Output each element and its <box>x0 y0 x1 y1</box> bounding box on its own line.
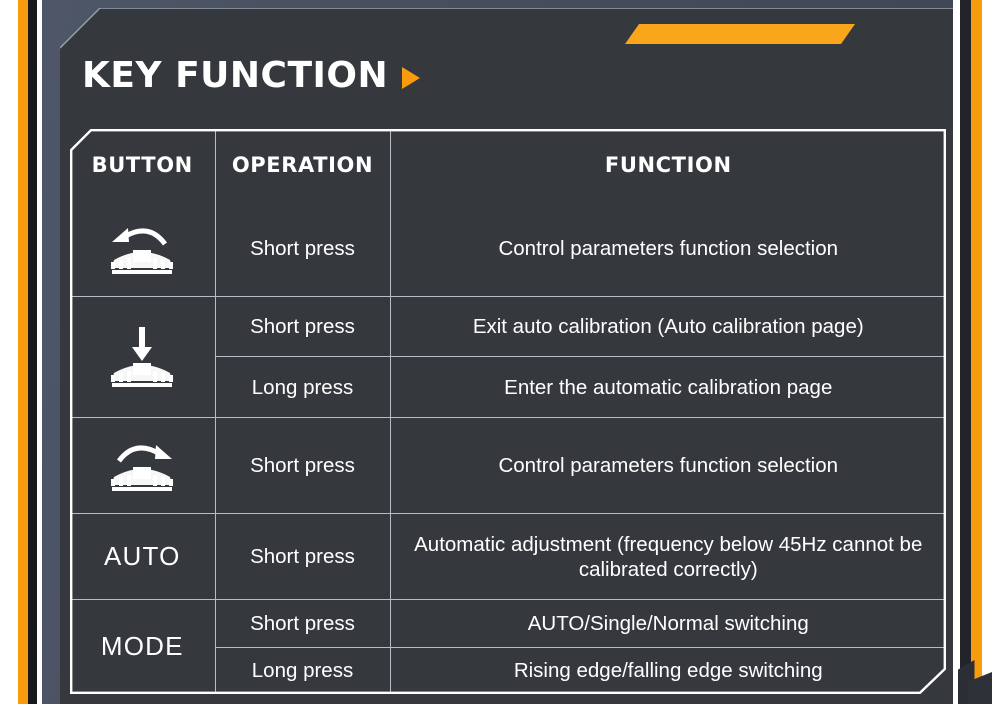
operation-cell: Short press <box>214 416 391 514</box>
right-white-gap <box>953 0 960 704</box>
function-cell: Control parameters function selection <box>389 201 946 297</box>
table-row: Short press Control parameters function … <box>70 201 946 297</box>
right-orange-rail <box>971 0 982 704</box>
key-function-table-wrap: BUTTON OPERATION FUNCTION <box>70 129 946 694</box>
operation-cell: Long press <box>215 356 391 418</box>
button-cell-mode: MODE <box>70 599 216 694</box>
right-dark-rail <box>960 0 971 704</box>
operation-cell: Short press <box>214 512 391 601</box>
table-row: Short press Control parameters function … <box>70 416 946 514</box>
page-title: KEY FUNCTION <box>82 55 389 96</box>
button-cell-knob-rotate-cw <box>70 416 216 514</box>
operation-cell: Short press <box>214 295 391 358</box>
column-header-button: BUTTON <box>70 129 216 201</box>
top-orange-accent-bar <box>625 24 855 44</box>
knob-rotate-cw-icon <box>76 420 209 511</box>
button-cell-knob-press-down <box>70 295 216 418</box>
left-dark-rail <box>28 0 37 704</box>
function-cell: Exit auto calibration (Auto calibration … <box>389 295 946 358</box>
table-header-row: BUTTON OPERATION FUNCTION <box>70 129 946 201</box>
operation-cell: Short press <box>214 201 391 297</box>
operation-cell: Long press <box>215 646 391 694</box>
table-row: MODE Short press AUTO/Single/Normal swit… <box>70 599 946 694</box>
button-cell-auto: AUTO <box>70 512 216 601</box>
column-header-operation: OPERATION <box>214 129 391 201</box>
knob-rotate-ccw-icon <box>76 203 209 294</box>
key-function-table: BUTTON OPERATION FUNCTION <box>70 129 946 694</box>
button-cell-knob-rotate-ccw <box>70 201 216 297</box>
left-orange-rail <box>18 0 28 704</box>
triangle-right-icon <box>402 66 421 89</box>
function-cell: Enter the automatic calibration page <box>389 356 946 418</box>
page-title-row: KEY FUNCTION <box>82 55 421 96</box>
table-row: Short press Exit auto calibration (Auto … <box>70 295 946 418</box>
function-cell: Rising edge/falling edge switching <box>389 646 946 694</box>
knob-press-down-icon <box>76 299 209 415</box>
column-header-function: FUNCTION <box>389 129 946 201</box>
operation-cell: Short press <box>214 599 391 648</box>
function-cell: AUTO/Single/Normal switching <box>389 599 946 648</box>
table-row: AUTO Short press Automatic adjustment (f… <box>70 512 946 601</box>
function-cell: Control parameters function selection <box>389 416 946 514</box>
function-cell: Automatic adjustment (frequency below 45… <box>389 512 946 601</box>
left-white-gap <box>37 0 42 704</box>
